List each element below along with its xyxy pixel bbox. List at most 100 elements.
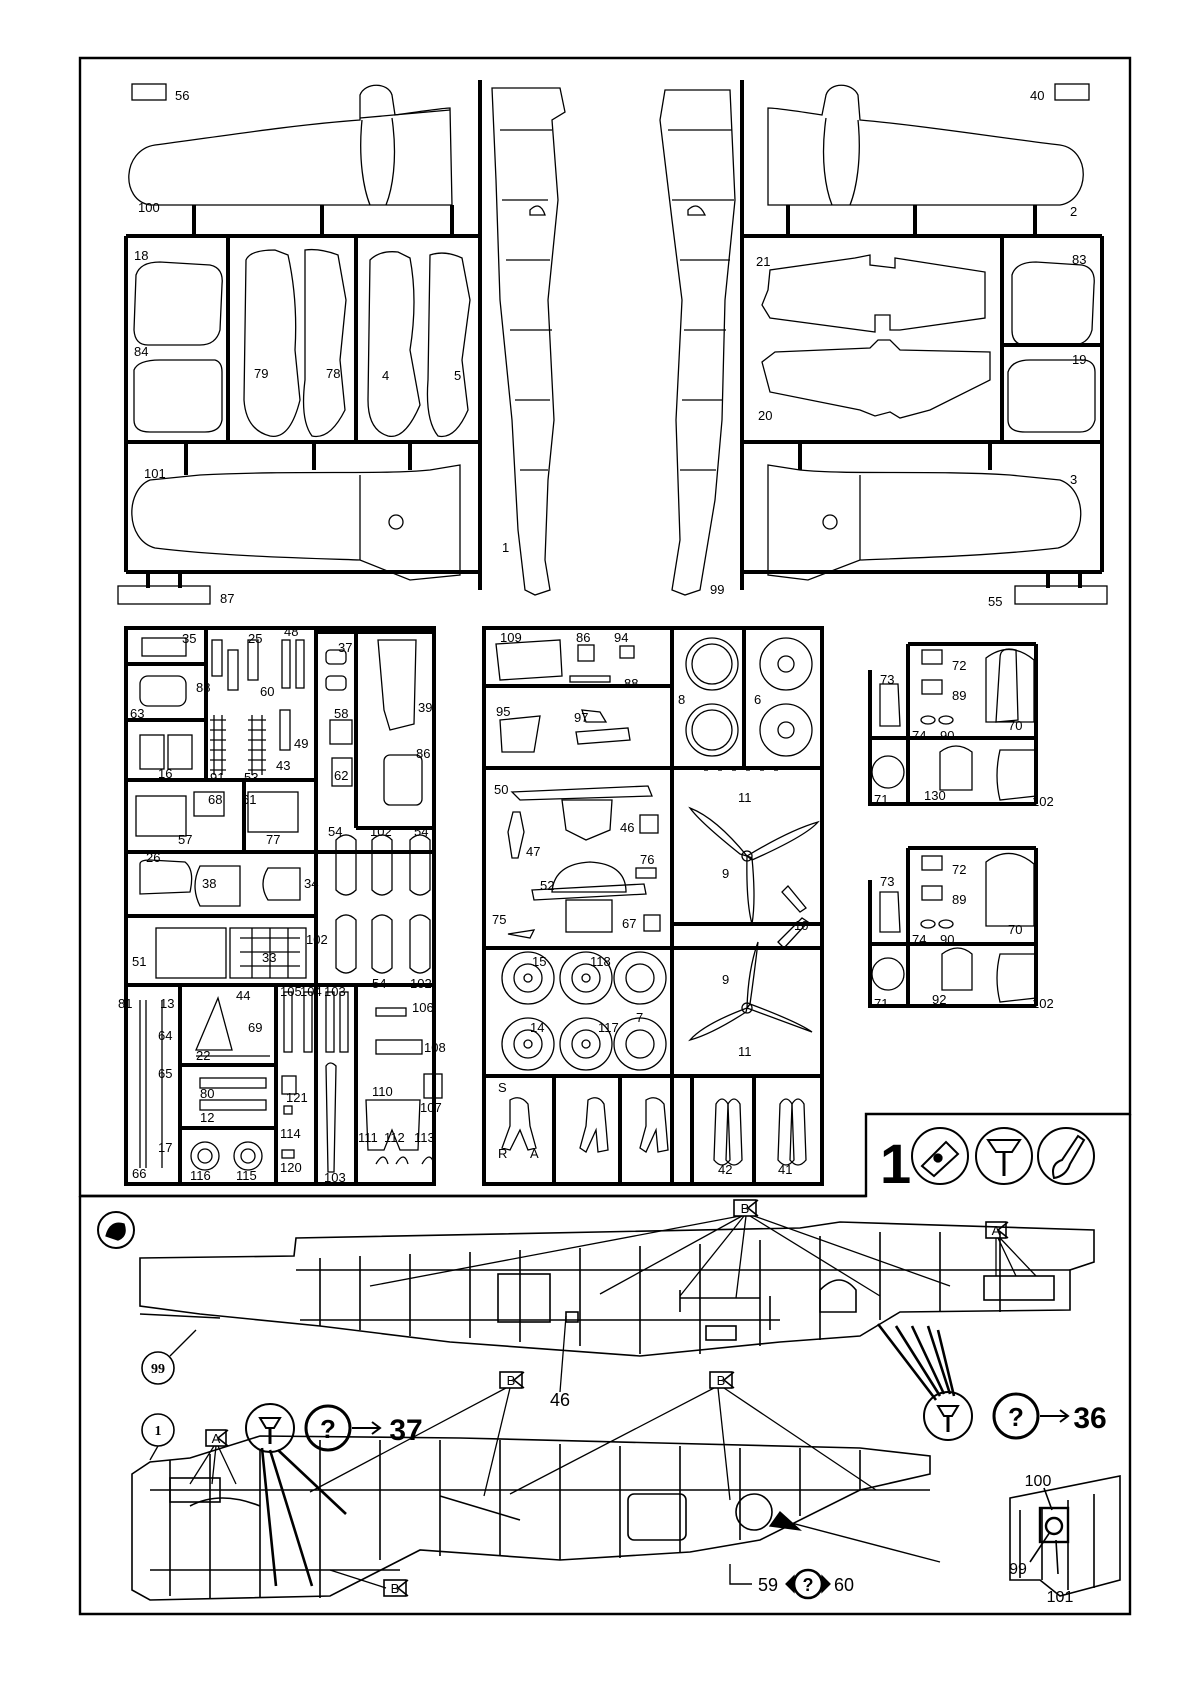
part-label: 102 <box>1032 794 1054 809</box>
wing-part-100 <box>128 84 453 206</box>
label-59: 59 <box>758 1575 778 1595</box>
small-parts-lower-middle <box>495 637 820 1166</box>
part-label: 103 <box>324 1170 346 1185</box>
part-label: 6 <box>754 692 761 707</box>
part-label: 54 <box>414 824 428 839</box>
part-label: 11 <box>738 790 752 805</box>
part-label: 61 <box>242 792 256 807</box>
part-40-shape <box>1054 83 1090 101</box>
part-label: 102 <box>370 824 392 839</box>
fuselage-half-99 <box>659 89 736 596</box>
part-label: 62 <box>334 768 348 783</box>
part-label: 103 <box>324 984 346 999</box>
part-label: 15 <box>532 954 546 969</box>
part-label: 92 <box>932 992 946 1007</box>
part-label: 111 <box>358 1130 378 1145</box>
part-label: 5 <box>454 368 461 383</box>
part-label: 109 <box>500 630 522 645</box>
clear-parts <box>871 648 1037 1003</box>
part-19-shape <box>1007 359 1096 433</box>
label-60: 60 <box>834 1575 854 1595</box>
wing-part-3 <box>767 464 1082 581</box>
part-label: 79 <box>254 366 268 381</box>
callout-b-top-label: B <box>741 1201 750 1216</box>
part-label: 46 <box>620 820 634 835</box>
question-left: ? <box>320 1414 336 1444</box>
part-56-shape <box>131 83 167 101</box>
part-83-shape <box>1011 261 1095 346</box>
part-label: 26 <box>146 850 160 865</box>
part-label: 44 <box>236 988 250 1003</box>
part-label: 54 <box>372 976 386 991</box>
callout-a-top-label: A <box>992 1223 1001 1238</box>
part-label: 11 <box>738 1044 752 1059</box>
part-label: 68 <box>208 792 222 807</box>
part-label: 47 <box>526 844 540 859</box>
arrow-to-hole <box>779 1519 941 1563</box>
drill-ref-36: 36 <box>1073 1402 1106 1435</box>
part-label: 118 <box>590 954 611 969</box>
part-87-shape <box>117 585 211 605</box>
part-label: 58 <box>334 706 348 721</box>
part-label: 69 <box>248 1020 262 1035</box>
callout-b-right-label: B <box>717 1373 726 1388</box>
part-label: 100 <box>138 200 160 215</box>
part-label: 88 <box>196 680 210 695</box>
part-label: 70 <box>1008 718 1022 733</box>
detail-inset <box>1009 1475 1121 1597</box>
part-label: 113 <box>414 1130 435 1145</box>
part-label: 22 <box>196 1048 210 1063</box>
part-label: 25 <box>248 631 262 646</box>
paint-sequence-icon <box>97 1211 135 1249</box>
part-label: 16 <box>158 766 172 781</box>
part-label: 86 <box>576 630 590 645</box>
label-101: 101 <box>1047 1589 1074 1606</box>
drill-callout-left <box>245 1403 382 1587</box>
part-label: 21 <box>756 254 770 269</box>
part-label: 9 <box>722 866 729 881</box>
part-label: 4 <box>382 368 389 383</box>
part-label: 115 <box>236 1168 257 1183</box>
part-1-label: 1 <box>155 1424 162 1439</box>
question-right: ? <box>1008 1402 1024 1432</box>
part-label: 19 <box>1072 352 1086 367</box>
wing-part-2 <box>767 84 1084 206</box>
part-label: 43 <box>276 758 290 773</box>
label-100: 100 <box>1025 1473 1052 1490</box>
part-label: 87 <box>220 591 234 606</box>
part-84-shape <box>133 359 223 433</box>
part-label: 84 <box>134 344 148 359</box>
part-label: 101 <box>144 466 166 481</box>
part-label: 9 <box>722 972 729 987</box>
fuselage-half-1 <box>491 87 566 596</box>
arrow-head <box>768 1511 802 1531</box>
part-label: 8 <box>678 692 685 707</box>
part-label: 120 <box>280 1160 302 1175</box>
drill-callout-right <box>876 1323 1070 1441</box>
part-label: 63 <box>130 706 144 721</box>
part-label: 78 <box>326 366 340 381</box>
fuselage-1-diagram <box>131 1435 931 1601</box>
part-label: 2 <box>1070 204 1077 219</box>
figure-marker-s: S <box>498 1080 507 1095</box>
part-label: 74 <box>912 728 926 743</box>
part-21-shape <box>761 254 986 333</box>
part-label: 81 <box>118 996 132 1011</box>
part-label: 90 <box>940 728 954 743</box>
part-label: 38 <box>202 876 216 891</box>
part-label: 73 <box>880 672 894 687</box>
pointer-59-60 <box>729 1564 752 1585</box>
part-label: 106 <box>412 1000 434 1015</box>
part-label: 57 <box>178 832 192 847</box>
part-label: 72 <box>952 658 966 673</box>
part-label: 33 <box>262 950 276 965</box>
part-label: 67 <box>622 916 636 931</box>
callout-a-top <box>985 1221 1037 1277</box>
figure-marker-a: A <box>530 1146 539 1161</box>
step-number: 1 <box>880 1132 911 1195</box>
part-label: 18 <box>134 248 148 263</box>
part-label: 117 <box>598 1020 619 1035</box>
part-label: 89 <box>952 688 966 703</box>
part-99-callout <box>141 1351 175 1385</box>
glue-icon <box>911 1127 969 1185</box>
